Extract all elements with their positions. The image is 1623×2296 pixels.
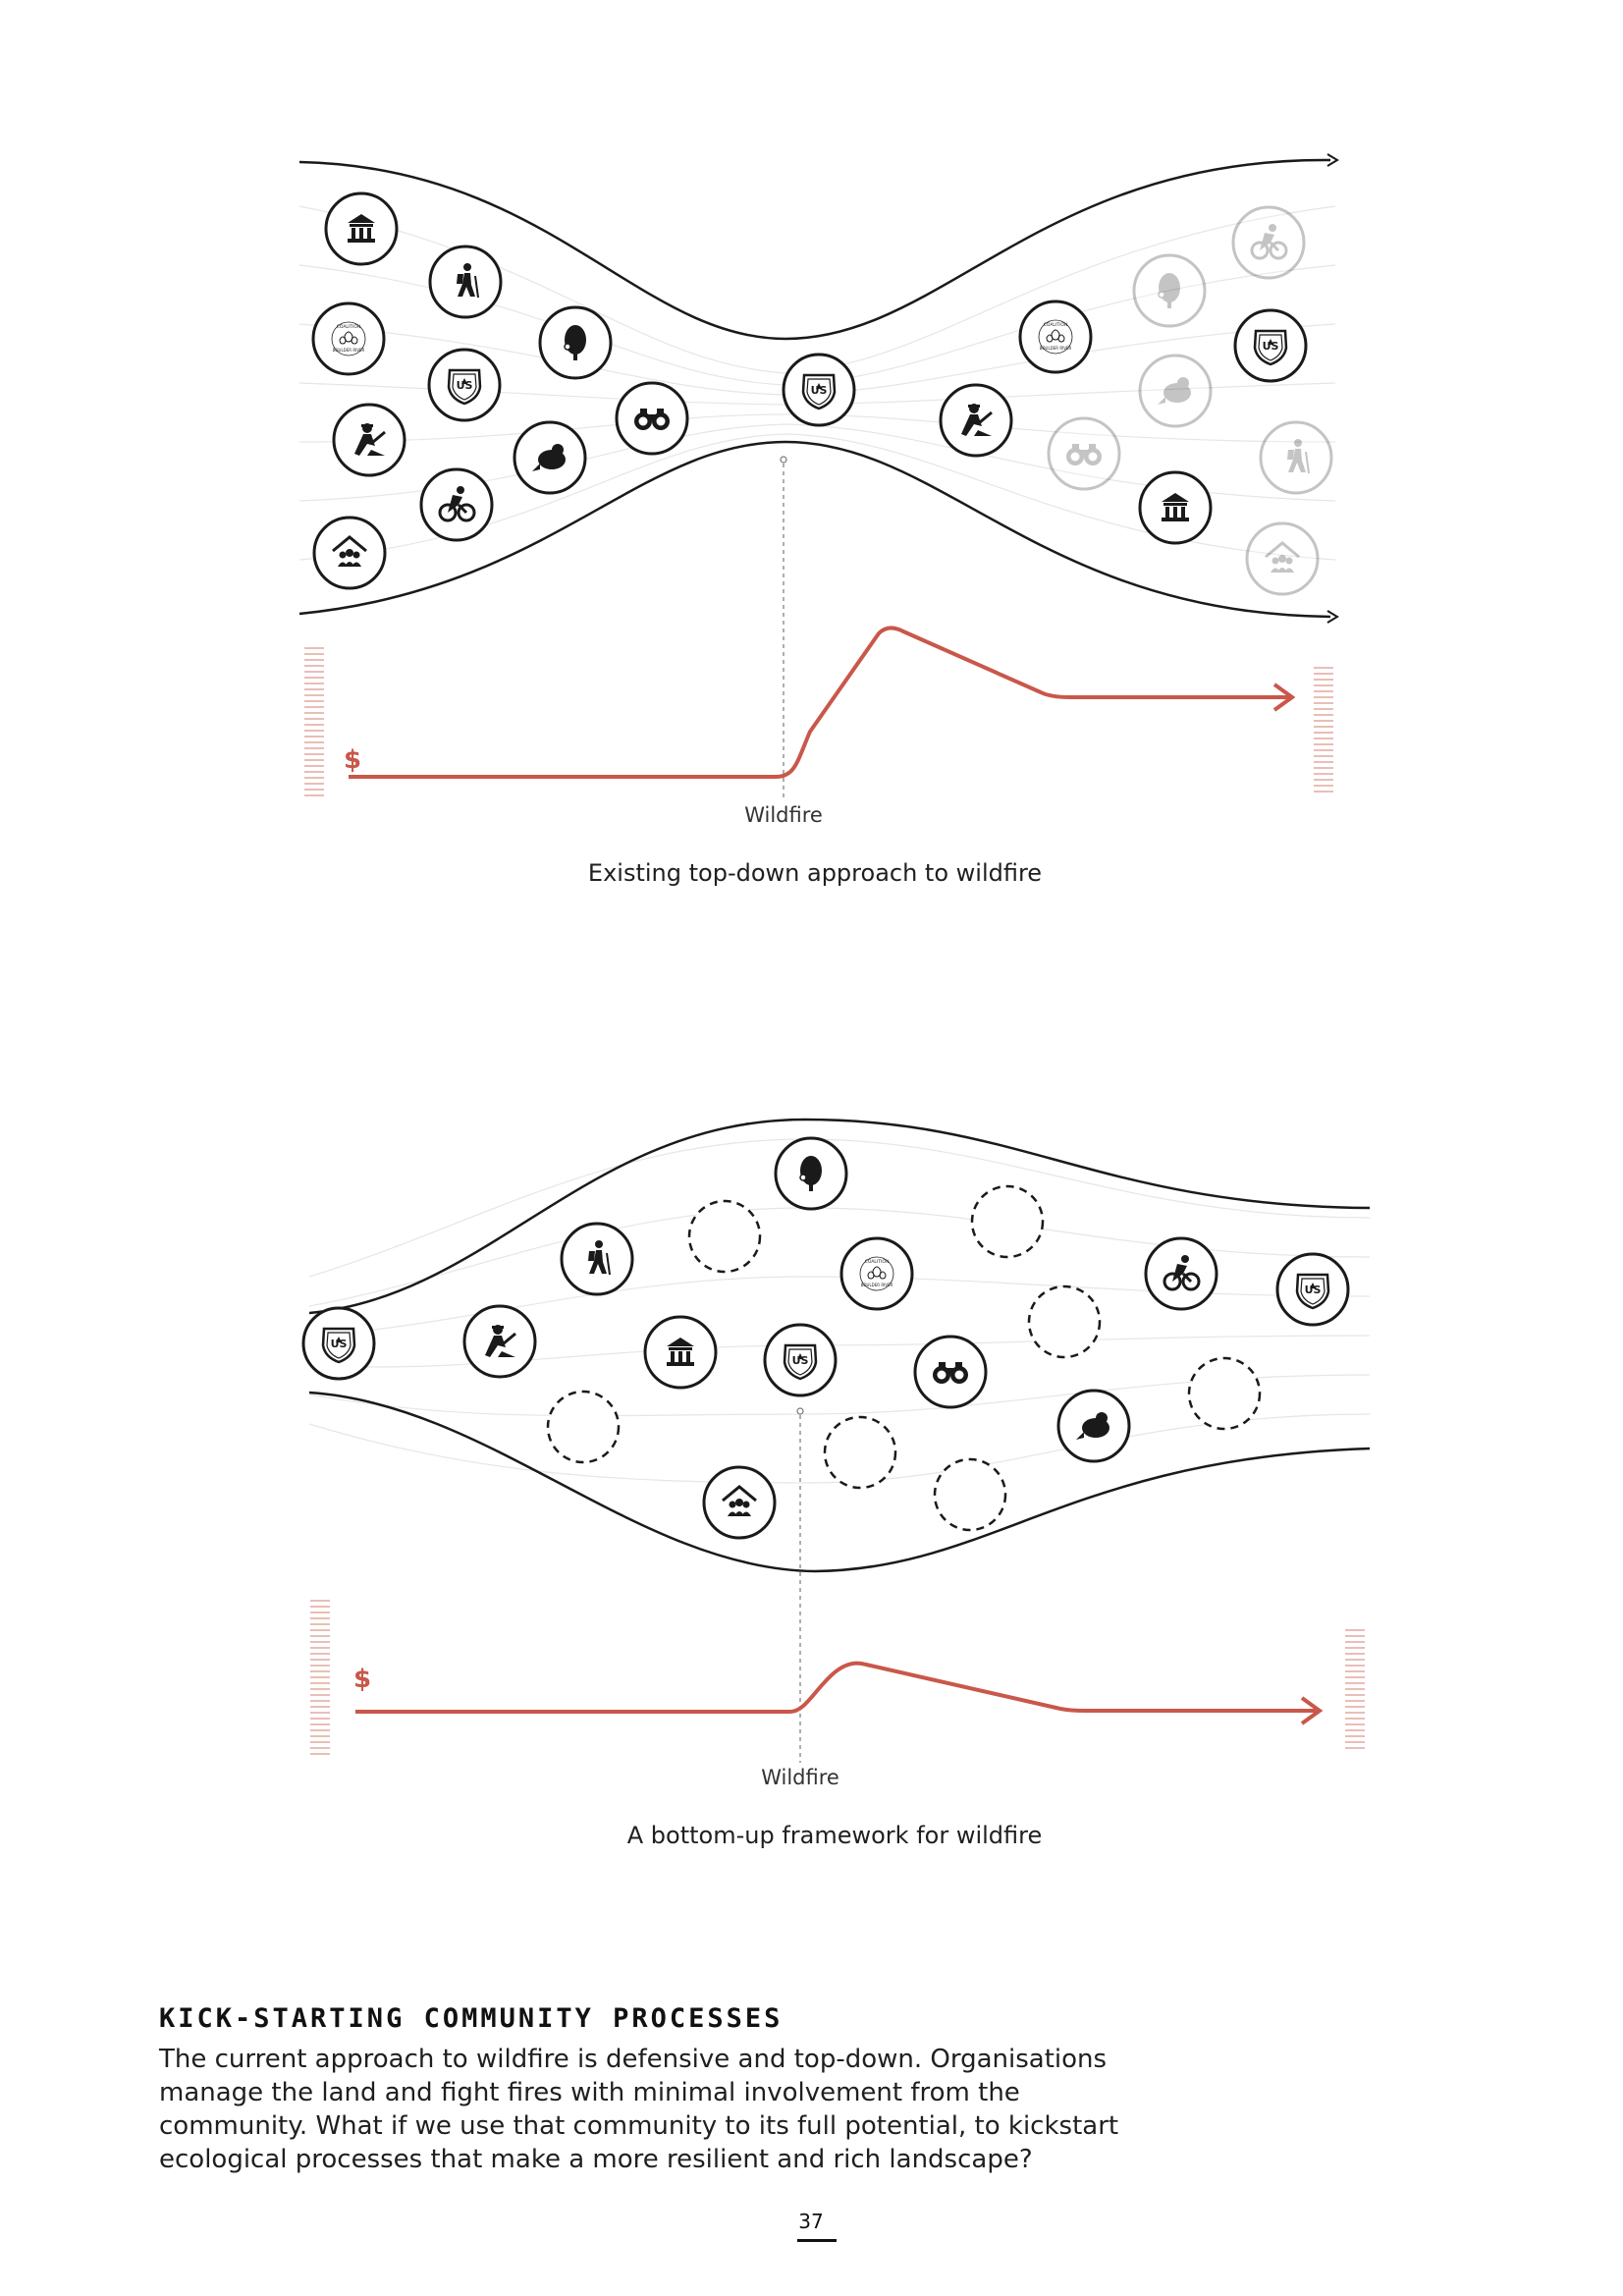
beaver-icon	[1056, 1389, 1131, 1463]
community-house-icon	[702, 1465, 777, 1540]
worker-icon	[939, 383, 1013, 458]
community-house-icon	[312, 516, 387, 590]
binoculars-icon	[615, 381, 689, 456]
lower-boundary	[308, 1391, 1371, 1573]
wildfire-label-top: Wildfire	[744, 803, 823, 827]
tree-icon-faded	[1132, 253, 1207, 328]
lower-arrowhead	[1326, 610, 1339, 624]
wildfire-marker-dot	[780, 456, 787, 464]
right-cost-scale	[1314, 667, 1333, 793]
coalition-logo	[311, 301, 386, 376]
lower-boundary	[298, 440, 1331, 619]
hiker-icon	[560, 1222, 634, 1296]
cost-arrowhead	[1300, 1696, 1324, 1725]
forest-service-shield-icon	[782, 353, 856, 427]
community-house-icon-faded	[1245, 521, 1320, 596]
beaver-icon	[513, 420, 587, 495]
forest-service-shield-icon	[763, 1323, 838, 1397]
cyclist-icon	[419, 467, 494, 542]
body-paragraph: The current approach to wildfire is defe…	[159, 2045, 1119, 2174]
forest-service-shield-icon	[1275, 1252, 1350, 1327]
left-cost-scale	[304, 647, 324, 796]
diagram-bottom-up: $	[301, 1118, 1371, 1763]
binoculars-icon-faded	[1047, 416, 1121, 491]
caption-bottom-up: A bottom-up framework for wildfire	[626, 1822, 1043, 1849]
page-number-underline	[797, 2239, 837, 2242]
currency-symbol: $	[344, 745, 361, 775]
coalition-logo	[839, 1236, 914, 1311]
empty-slots	[546, 1184, 1262, 1532]
forest-service-shield-icon	[1233, 308, 1308, 383]
caption-top-down: Existing top-down approach to wildfire	[587, 859, 1043, 887]
worker-icon	[332, 403, 406, 477]
worker-icon	[462, 1304, 537, 1379]
cost-curve	[349, 626, 1291, 779]
wildfire-label-bottom: Wildfire	[761, 1766, 839, 1789]
diagram-top-down: $	[298, 153, 1339, 800]
beaver-icon-faded	[1138, 354, 1213, 428]
institution-icon	[324, 191, 399, 266]
coalition-logo	[1018, 300, 1093, 374]
currency-symbol: $	[353, 1665, 371, 1694]
cyclist-icon-faded	[1231, 205, 1306, 280]
hiker-icon	[428, 245, 503, 319]
tree-icon	[538, 305, 613, 380]
forest-service-shield-icon	[301, 1306, 376, 1381]
wildfire-marker-dot	[796, 1407, 804, 1415]
section-heading: KICK-STARTING COMMUNITY PROCESSES	[159, 2003, 784, 2034]
institution-icon	[1138, 470, 1213, 545]
tree-icon	[774, 1136, 848, 1211]
upper-boundary	[308, 1118, 1371, 1315]
upper-arrowhead	[1326, 153, 1339, 167]
cost-arrowhead	[1272, 683, 1296, 712]
upper-boundary	[298, 158, 1331, 341]
hiker-icon-faded	[1259, 420, 1333, 495]
left-cost-scale	[310, 1600, 330, 1755]
institution-icon	[643, 1315, 718, 1390]
binoculars-icon	[913, 1335, 988, 1409]
forest-service-shield-icon	[427, 348, 502, 422]
right-cost-scale	[1345, 1629, 1365, 1749]
cost-curve	[355, 1661, 1319, 1714]
page-number: 37	[798, 2210, 824, 2233]
cyclist-icon	[1144, 1236, 1218, 1311]
